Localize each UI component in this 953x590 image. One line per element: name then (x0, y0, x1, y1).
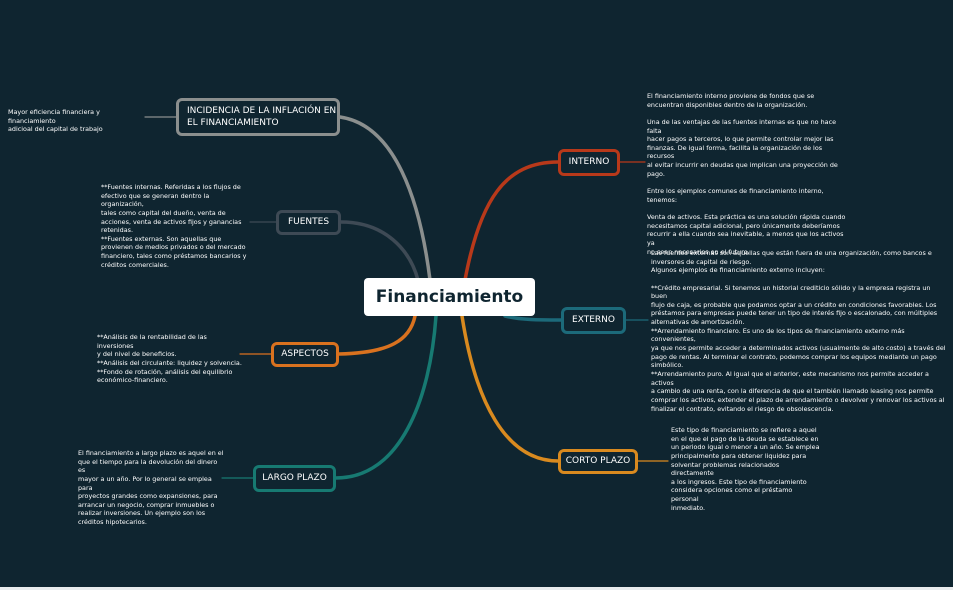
note-inflacion: Mayor eficiencia financiera y financiami… (8, 108, 103, 134)
topic-corto-plazo[interactable]: CORTO PLAZO (558, 449, 638, 474)
topic-aspectos[interactable]: ASPECTOS (271, 342, 339, 367)
note-corto-plazo: Este tipo de financiamiento se refiere a… (671, 426, 820, 512)
central-topic-label: Financiamiento (375, 287, 524, 307)
note-interno: El financiamiento interno proviene de fo… (647, 92, 846, 256)
topic-inflacion-label: INCIDENCIA DE LA INFLACIÓN EN EL FINANCI… (187, 105, 337, 128)
topic-interno[interactable]: INTERNO (558, 149, 620, 176)
note-externo: Las fuentes externas son aquellas que es… (651, 249, 946, 413)
connector-aspectos (337, 314, 417, 356)
connector-largo (334, 314, 438, 480)
topic-interno-label: INTERNO (568, 157, 610, 168)
note-fuentes: **Fuentes internas. Referidas a los fluj… (101, 183, 247, 269)
topic-fuentes-label: FUENTES (287, 217, 330, 228)
central-topic[interactable]: Financiamiento (364, 278, 535, 316)
connector-inflacion (338, 115, 432, 282)
topic-externo-label: EXTERNO (572, 315, 615, 326)
connector-interno (463, 160, 560, 282)
bottom-strip (0, 587, 953, 590)
topic-aspectos-label: ASPECTOS (281, 349, 329, 360)
connector-externo (503, 314, 563, 322)
note-aspectos: **Análisis de la rentabilidad de las inv… (97, 333, 242, 385)
topic-externo[interactable]: EXTERNO (561, 307, 626, 334)
connector-corto (460, 314, 560, 463)
topic-fuentes[interactable]: FUENTES (276, 210, 341, 235)
topic-largo-plazo-label: LARGO PLAZO (262, 473, 327, 484)
topic-inflacion[interactable]: INCIDENCIA DE LA INFLACIÓN EN EL FINANCI… (176, 98, 340, 136)
topic-corto-plazo-label: CORTO PLAZO (565, 456, 631, 467)
note-largo-plazo: El financiamiento a largo plazo es aquel… (78, 449, 224, 527)
connector-fuentes (339, 220, 420, 282)
topic-largo-plazo[interactable]: LARGO PLAZO (253, 465, 336, 492)
